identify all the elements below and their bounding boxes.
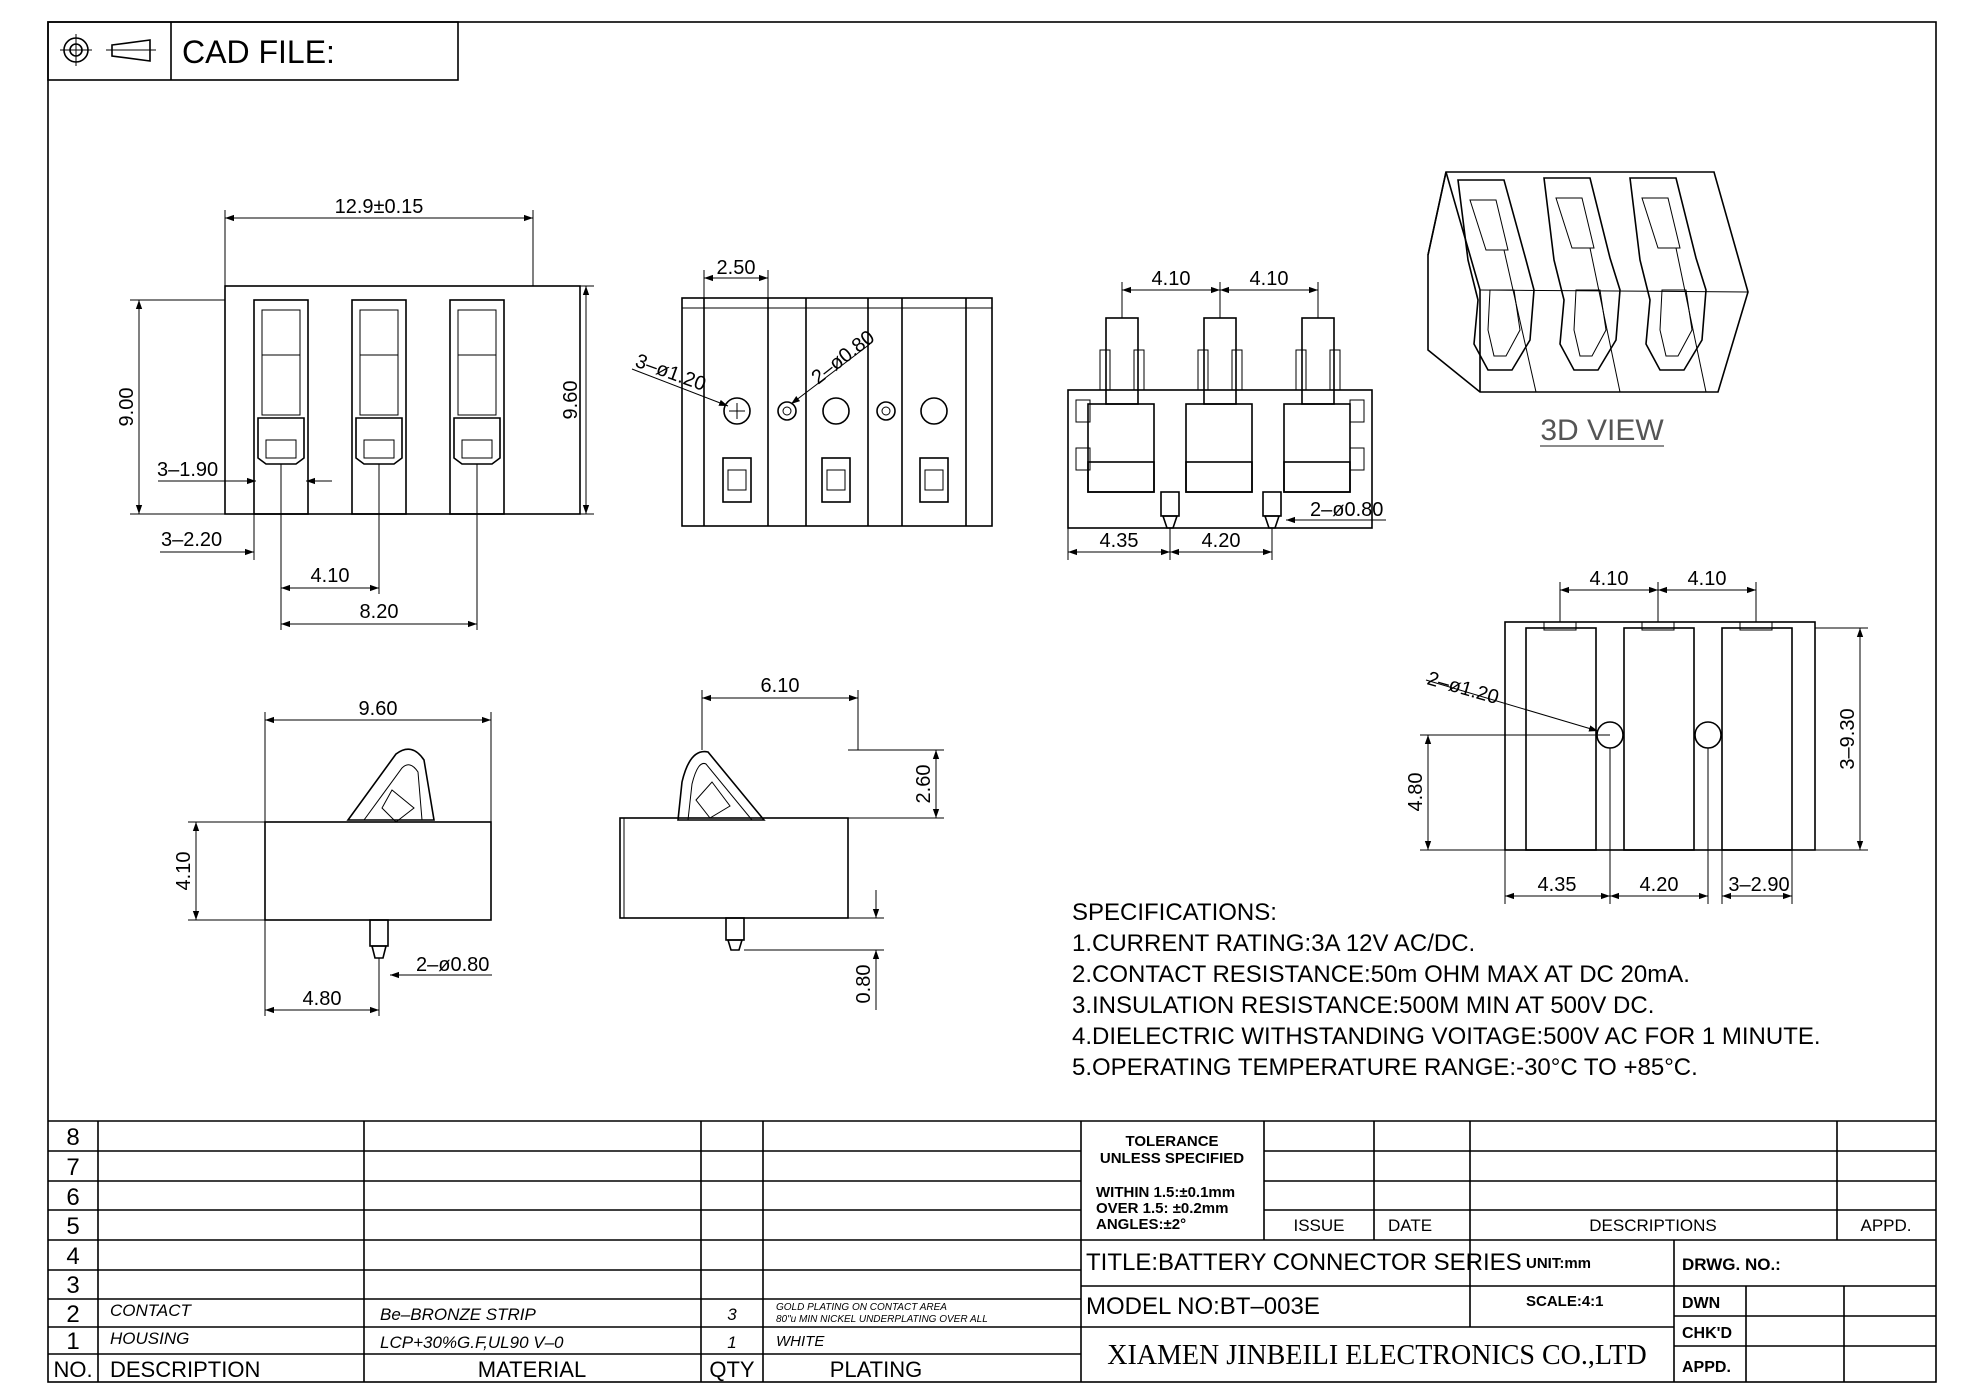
date-header: DATE: [1388, 1216, 1432, 1235]
cad-file-label: CAD FILE:: [182, 34, 335, 70]
dim-3-2-20: 3–2.20: [161, 529, 222, 551]
header-plating: PLATING: [830, 1357, 923, 1382]
specifications: SPECIFICATIONS: 1.CURRENT RATING:3A 12V …: [1072, 899, 1821, 1081]
dwn-label: DWN: [1682, 1295, 1720, 1312]
dim-3-2-90: 3–2.90: [1728, 874, 1789, 896]
row1-qty: 1: [727, 1333, 736, 1352]
dim-6-10: 6.10: [761, 675, 800, 697]
header-qty: QTY: [709, 1357, 755, 1382]
dim-2-60: 2.60: [913, 765, 935, 804]
row2-desc: CONTACT: [110, 1301, 193, 1320]
unit-label: UNIT:mm: [1526, 1255, 1591, 1272]
descriptions-header: DESCRIPTIONS: [1589, 1216, 1717, 1235]
row-no-3: 3: [66, 1272, 79, 1299]
dim-9-60: 9.60: [560, 381, 582, 420]
dim-0-80: 0.80: [853, 965, 875, 1004]
row2-plating-1: GOLD PLATING ON CONTACT AREA: [776, 1302, 947, 1313]
dim-4-10-foot-b: 4.10: [1688, 568, 1727, 590]
header-no: NO.: [53, 1357, 92, 1382]
appd-label: APPD.: [1682, 1359, 1731, 1376]
dim-2-50: 2.50: [717, 257, 756, 279]
top-view: 2.50 3–ø1.20 2–ø0.80: [631, 257, 993, 527]
row1-desc: HOUSING: [110, 1329, 189, 1348]
row-no-2: 2: [66, 1301, 79, 1328]
dim-12-9: 12.9±0.15: [335, 196, 424, 218]
row-no-4: 4: [66, 1243, 79, 1270]
row1-material: LCP+30%G.F,UL90 V–0: [380, 1333, 564, 1352]
dim-9-00: 9.00: [116, 388, 138, 427]
chkd-label: CHK'D: [1682, 1325, 1732, 1342]
dim-2-dia-1-20: 2–ø1.20: [1425, 668, 1502, 709]
tolerance-over: OVER 1.5: ±0.2mm: [1096, 1200, 1228, 1217]
dim-3-1-90: 3–1.90: [157, 459, 218, 481]
dim-2-dia-0-80-end: 2–ø0.80: [416, 954, 489, 976]
dim-2-dia-0-80-side: 2–ø0.80: [1310, 499, 1383, 521]
row-no-8: 8: [66, 1124, 79, 1151]
row-no-7: 7: [66, 1154, 79, 1181]
company-name: XIAMEN JINBEILI ELECTRONICS CO.,LTD: [1107, 1340, 1647, 1371]
dim-3-9-30: 3–9.30: [1837, 708, 1859, 769]
issue-header: ISSUE: [1293, 1216, 1344, 1235]
spec-line-5: 5.OPERATING TEMPERATURE RANGE:-30°C TO +…: [1072, 1054, 1698, 1081]
unless-specified-label: UNLESS SPECIFIED: [1100, 1150, 1244, 1167]
spec-line-4: 4.DIELECTRIC WITHSTANDING VOITAGE:500V A…: [1072, 1023, 1821, 1050]
model-number: MODEL NO:BT–003E: [1086, 1293, 1320, 1320]
row1-plating: WHITE: [776, 1333, 825, 1350]
header-material: MATERIAL: [478, 1357, 586, 1382]
specs-heading: SPECIFICATIONS:: [1072, 899, 1277, 926]
dim-4-20-side: 4.20: [1202, 530, 1241, 552]
dim-4-10-front: 4.10: [311, 565, 350, 587]
section-view: 6.10 2.60 0.80: [619, 675, 944, 1010]
dim-4-80-foot: 4.80: [1405, 773, 1427, 812]
title-block: TOLERANCE UNLESS SPECIFIED WITHIN 1.5:±0…: [1081, 1121, 1936, 1382]
dim-4-10-end: 4.10: [173, 852, 195, 891]
row-no-1: 1: [66, 1328, 79, 1355]
row2-qty: 3: [727, 1305, 737, 1324]
tolerance-within: WITHIN 1.5:±0.1mm: [1096, 1184, 1235, 1201]
dim-4-10-side-b: 4.10: [1250, 268, 1289, 290]
tolerance-label: TOLERANCE: [1125, 1133, 1218, 1150]
dim-4-35-side: 4.35: [1100, 530, 1139, 552]
dim-4-80-end: 4.80: [303, 988, 342, 1010]
dim-4-35-foot: 4.35: [1538, 874, 1577, 896]
dim-4-10-foot-a: 4.10: [1590, 568, 1629, 590]
drawing-title: TITLE:BATTERY CONNECTOR SERIES: [1086, 1249, 1522, 1276]
side-view: 4.10 4.10 4.35 4.20 2–ø0.80: [1067, 268, 1386, 560]
cad-header: CAD FILE:: [47, 21, 459, 81]
tolerance-angles: ANGLES:±2°: [1096, 1216, 1186, 1233]
appd-header: APPD.: [1860, 1216, 1911, 1235]
sheet-border: [47, 21, 1937, 1383]
dim-9-60-end: 9.60: [359, 698, 398, 720]
scale-label: SCALE:4:1: [1526, 1293, 1604, 1310]
drwg-no-label: DRWG. NO.:: [1682, 1255, 1781, 1274]
spec-line-1: 1.CURRENT RATING:3A 12V AC/DC.: [1072, 930, 1475, 957]
end-view: 9.60 4.10 2–ø0.80 4.80: [173, 698, 492, 1016]
row-no-6: 6: [66, 1184, 79, 1211]
3d-view-label: 3D VIEW: [1540, 414, 1664, 447]
dim-8-20: 8.20: [360, 601, 399, 623]
row2-material: Be–BRONZE STRIP: [380, 1305, 537, 1324]
front-view: 12.9±0.15 9.00 9.60 3–1.90 3–2.20 4.10 8…: [116, 196, 594, 630]
dim-4-20-foot: 4.20: [1640, 874, 1679, 896]
row-no-5: 5: [66, 1213, 79, 1240]
3d-view: 3D VIEW: [1427, 171, 1749, 447]
bom-table: 8 7 6 5 4 3 2 1 CONTACT Be–BRONZE STRIP …: [48, 1120, 1936, 1382]
projection-symbol-icon: [60, 34, 156, 66]
dim-3-dia-1-20: 3–ø1.20: [632, 350, 708, 396]
header-description: DESCRIPTION: [110, 1357, 260, 1382]
footprint-view: 4.10 4.10 2–ø1.20 4.80 3–9.30 4.35 4.20 …: [1405, 568, 1868, 904]
spec-line-2: 2.CONTACT RESISTANCE:50m OHM MAX AT DC 2…: [1072, 961, 1690, 988]
dim-4-10-side-a: 4.10: [1152, 268, 1191, 290]
row2-plating-2: 80"u MIN NICKEL UNDERPLATING OVER ALL: [776, 1314, 988, 1325]
spec-line-3: 3.INSULATION RESISTANCE:500M MIN AT 500V…: [1072, 992, 1654, 1019]
